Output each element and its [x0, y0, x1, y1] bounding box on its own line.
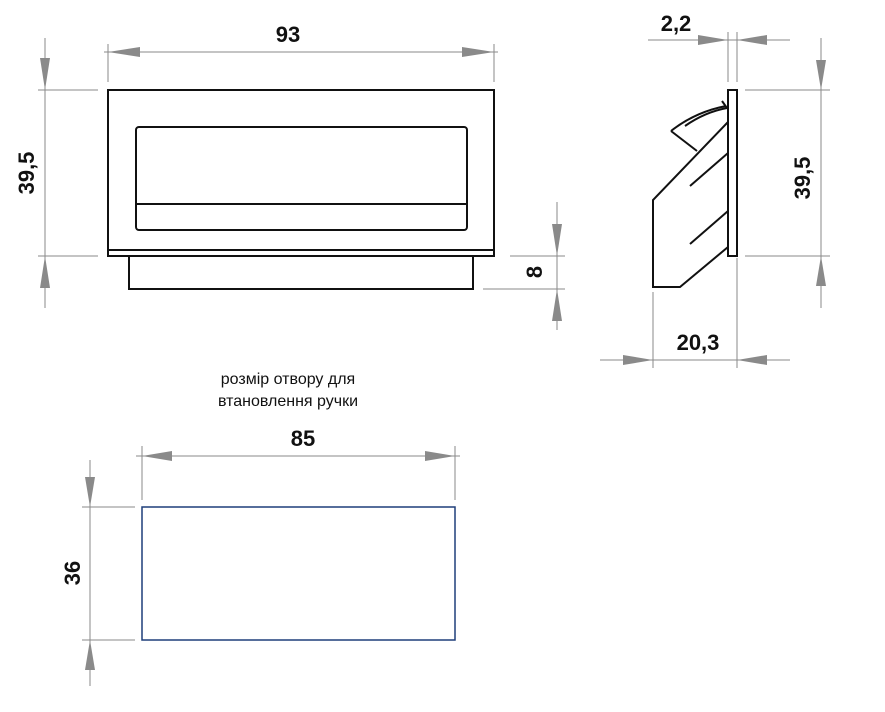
handle-recess	[135, 126, 468, 231]
side-plate-label: 2,2	[661, 11, 692, 36]
cutout-outline	[141, 506, 456, 641]
front-view: 93 39,5 8	[14, 22, 565, 330]
handle-frame	[107, 89, 495, 257]
front-height-label: 39,5	[14, 152, 39, 195]
side-height-label: 39,5	[790, 157, 815, 200]
cutout-width-label: 85	[291, 426, 315, 451]
front-width-label: 93	[276, 22, 300, 47]
cutout-view: розмір отвору для втановлення ручки 85 3…	[60, 371, 460, 686]
side-view: 2,2 39,5 20,3	[600, 11, 830, 368]
cutout-height-label: 36	[60, 561, 85, 585]
side-depth-label: 20,3	[677, 330, 720, 355]
handle-body	[128, 255, 474, 290]
side-plate	[727, 89, 738, 257]
cutout-caption-line1: розмір отвору для	[221, 371, 355, 388]
side-body	[652, 121, 729, 288]
cutout-caption-line2: втановлення ручки	[218, 393, 358, 410]
front-depth-label: 8	[522, 266, 547, 278]
